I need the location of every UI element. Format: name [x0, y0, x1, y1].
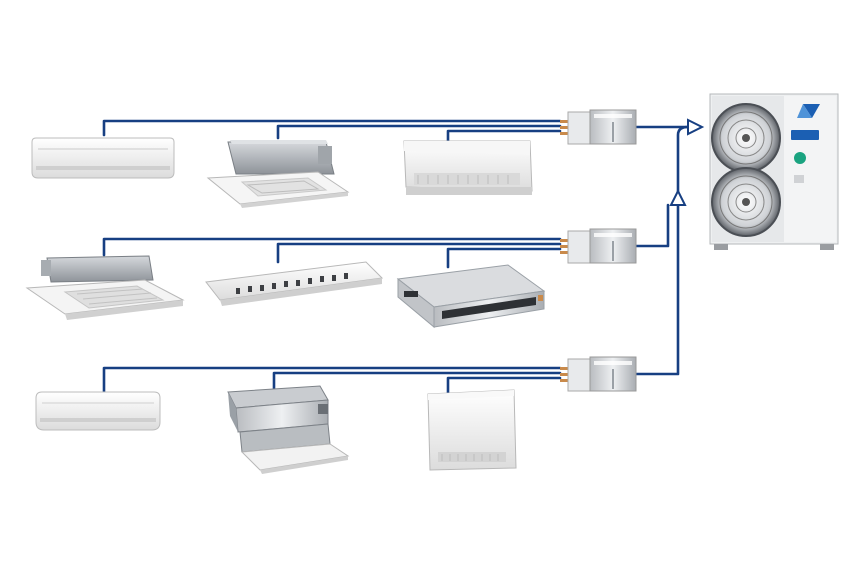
- outdoor-unit[interactable]: [709, 93, 839, 250]
- wall-mounted-unit-icon: [31, 137, 175, 179]
- ceiling-suspended-unit-icon: [205, 261, 384, 306]
- nameplate-badge: [791, 130, 819, 140]
- brand-logo-icon: [797, 104, 820, 118]
- pipe-row2-unit2: [276, 242, 562, 264]
- ducted-unit-icon: [396, 264, 546, 329]
- pipe-row3-unit3: [446, 376, 562, 395]
- pipe-header: [676, 125, 690, 207]
- indoor-unit-row1-cassette[interactable]: [206, 140, 350, 208]
- indoor-unit-row1-wall[interactable]: [31, 137, 175, 179]
- branch-selector-box-2[interactable]: [560, 228, 637, 264]
- cassette-unit-icon: [206, 140, 350, 208]
- arrow-right-icon: [687, 118, 705, 136]
- pipe-row3-unit1: [102, 366, 562, 395]
- floor-ceiling-unit-icon: [403, 140, 533, 195]
- pipe-row2-unit3: [446, 247, 562, 269]
- pipe-row1-unit2: [276, 124, 562, 140]
- arrow-up-icon: [669, 188, 687, 206]
- indoor-unit-row3-wall[interactable]: [35, 391, 161, 431]
- branch-selector-box-1[interactable]: [560, 109, 637, 145]
- refrigerant-piping: [102, 119, 692, 395]
- indoor-unit-row3-floor-standing[interactable]: [427, 389, 517, 471]
- outdoor-condenser-icon: [709, 93, 839, 250]
- energy-badge-icon: [794, 152, 806, 164]
- wall-mounted-unit-icon: [35, 391, 161, 431]
- pipe-row1-unit3: [446, 129, 562, 143]
- floor-standing-unit-icon: [427, 389, 517, 471]
- ceiling-ducted-unit-icon: [227, 385, 350, 474]
- branch-box-icon: [560, 228, 637, 264]
- indoor-unit-row3-ducted-ceiling[interactable]: [227, 385, 350, 474]
- cassette-4way-unit-icon: [25, 255, 185, 320]
- indoor-unit-row1-floor-ceiling[interactable]: [403, 140, 533, 195]
- pipe-bs2-riser: [634, 203, 670, 248]
- pipe-row1-unit1: [102, 119, 562, 137]
- pipe-row3-unit2: [272, 371, 562, 391]
- flow-arrows: [669, 118, 705, 206]
- branch-box-icon: [560, 109, 637, 145]
- indoor-unit-row2-cassette[interactable]: [25, 255, 185, 320]
- pipe-row2-unit1: [102, 237, 562, 257]
- branch-selector-box-3[interactable]: [560, 356, 637, 392]
- indoor-unit-row2-ducted[interactable]: [396, 264, 546, 329]
- indoor-unit-row2-ceiling[interactable]: [205, 261, 384, 306]
- branch-box-icon: [560, 356, 637, 392]
- pipe-bs3-riser: [634, 203, 680, 376]
